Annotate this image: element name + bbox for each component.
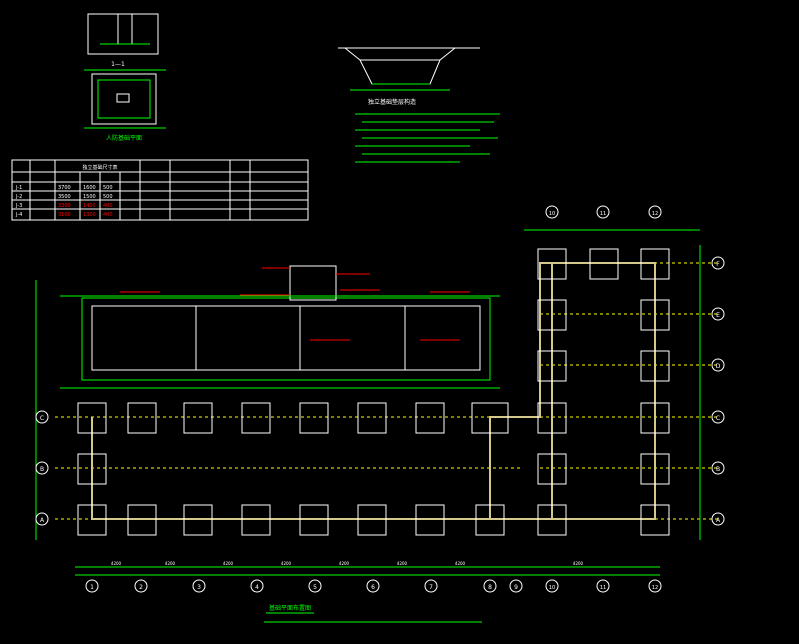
table-id-3: J-3 bbox=[15, 203, 22, 209]
axis-label-10: 10 bbox=[549, 585, 555, 591]
axis-label-9: 9 bbox=[514, 584, 518, 591]
grid-lines bbox=[55, 262, 720, 520]
table-cell: 3300 bbox=[58, 203, 71, 209]
axis-label-12-top: 12 bbox=[652, 211, 658, 217]
axis-bubbles-right bbox=[711, 256, 725, 526]
pit-plan-detail bbox=[84, 69, 166, 129]
section-1-1-label: 1—1 bbox=[111, 61, 125, 68]
pad-section-title: 独立基础垫层构造 bbox=[368, 98, 416, 106]
axis-label-12: 12 bbox=[652, 585, 658, 591]
table-cell: 1400 bbox=[83, 203, 96, 209]
table-cell: 400 bbox=[103, 212, 113, 218]
table-cell: 500 bbox=[103, 185, 113, 191]
table-cell: 3700 bbox=[58, 185, 71, 191]
axis-label-a-right: A bbox=[716, 517, 721, 524]
axis-label-7: 7 bbox=[429, 584, 433, 591]
table-cell: 3500 bbox=[58, 194, 71, 200]
axis-label-c-left: C bbox=[40, 415, 44, 422]
axis-label-11-top: 11 bbox=[600, 211, 606, 217]
dimension-text: 4200 bbox=[339, 561, 350, 566]
tie-beams bbox=[91, 262, 656, 520]
notes-block bbox=[355, 113, 500, 163]
foundation-table bbox=[11, 159, 309, 221]
basement-outline bbox=[60, 265, 500, 389]
dimension-text: 4200 bbox=[111, 561, 122, 566]
axis-label-b-right: B bbox=[716, 466, 720, 473]
table-cell: 400 bbox=[103, 203, 113, 209]
plan-title: 基础平面布置图 bbox=[269, 604, 311, 612]
axis-label-5: 5 bbox=[313, 584, 317, 591]
dimension-text: 4200 bbox=[573, 561, 584, 566]
axis-bubbles-top bbox=[545, 205, 662, 219]
table-title: 独立基础尺寸表 bbox=[82, 164, 117, 171]
table-cell: 3100 bbox=[58, 212, 71, 218]
dimension-text: 4200 bbox=[455, 561, 466, 566]
table-cell: 1500 bbox=[83, 194, 96, 200]
dimension-text: 4200 bbox=[281, 561, 292, 566]
axis-label-6: 6 bbox=[371, 584, 375, 591]
dimension-text: 4200 bbox=[397, 561, 408, 566]
axis-label-11: 11 bbox=[600, 585, 606, 591]
axis-label-e-right: E bbox=[716, 312, 720, 319]
dimension-text: 4200 bbox=[223, 561, 234, 566]
axis-label-a-left: A bbox=[40, 517, 45, 524]
axis-label-4: 4 bbox=[255, 584, 259, 591]
axis-label-d-right: D bbox=[716, 363, 721, 370]
axis-label-8: 8 bbox=[488, 584, 492, 591]
table-cell: 500 bbox=[103, 194, 113, 200]
axis-label-10-top: 10 bbox=[549, 211, 555, 217]
dimension-lines bbox=[35, 229, 701, 576]
basement-annotations bbox=[120, 267, 470, 341]
foundation-pads bbox=[77, 248, 670, 536]
axis-label-b-left: B bbox=[40, 466, 44, 473]
table-id-4: J-4 bbox=[15, 212, 22, 218]
pit-plan-title: 人防基础平面 bbox=[106, 134, 142, 142]
dimension-text: 4200 bbox=[165, 561, 176, 566]
table-id-2: J-2 bbox=[15, 194, 22, 200]
table-cell: 1300 bbox=[83, 212, 96, 218]
pad-section-detail bbox=[338, 47, 480, 91]
table-cell: 1600 bbox=[83, 185, 96, 191]
section-1-1-detail bbox=[87, 13, 159, 55]
axis-label-1: 1 bbox=[90, 584, 94, 591]
axis-label-c-right: C bbox=[716, 415, 720, 422]
axis-label-3: 3 bbox=[197, 584, 201, 591]
axis-label-f-right: F bbox=[716, 261, 720, 268]
table-id-1: J-1 bbox=[15, 185, 22, 191]
axis-bubbles-bottom bbox=[85, 579, 662, 593]
axis-label-2: 2 bbox=[139, 584, 143, 591]
axis-bubbles-left bbox=[35, 410, 49, 526]
